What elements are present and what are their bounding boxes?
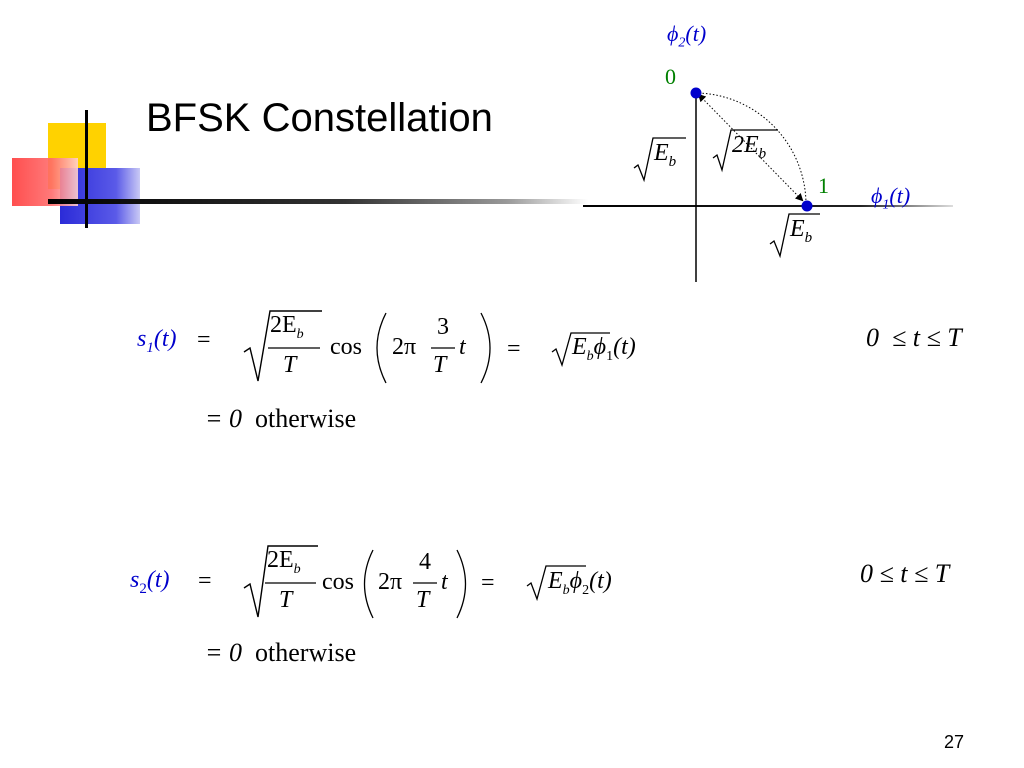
eq2-equals-2: = (481, 570, 495, 596)
eq1-equals-2: = (507, 336, 521, 362)
eq2-inner-t: t (441, 569, 448, 595)
signal-point-0 (690, 87, 702, 99)
point-1-label: 1 (818, 173, 829, 198)
eq1-frac-numerator: 2Eb (270, 312, 304, 342)
phi2-axis-label: ϕ2(t) (667, 21, 707, 51)
point-0-label: 0 (665, 64, 676, 89)
eq2-range: 0 ≤ t ≤ T (860, 559, 950, 588)
eq2-equals: = (198, 568, 212, 594)
signal-point-1 (801, 200, 813, 212)
eq2-rhs-radical (526, 565, 586, 602)
eq2-frac-numerator: 2Eb (267, 547, 301, 577)
distance-arrow (697, 93, 804, 202)
eq1-inner-denominator: T (433, 352, 447, 378)
eq1-left-paren (376, 312, 387, 384)
sqrt-symbol-2eb (712, 129, 778, 173)
eq1-equals: = (197, 327, 211, 353)
eq2-cos: cos (322, 569, 354, 595)
eq1-right-paren (480, 312, 491, 384)
eq1-inner-t: t (459, 334, 466, 360)
eq2-inner-numerator: 4 (419, 549, 431, 575)
title-rule (48, 199, 588, 204)
eq2-outer-radical (243, 545, 318, 618)
eq2-inner-denominator: T (416, 587, 430, 613)
logo-red-square (12, 158, 78, 206)
sqrt-eb-horizontal-label: Eb (790, 216, 813, 246)
eq2-left-paren (363, 549, 374, 619)
sqrt-eb-vertical-label: Eb (654, 140, 677, 170)
eq1-outer-radical (243, 310, 322, 382)
sqrt-symbol-eb-vertical (633, 137, 686, 183)
eq1-rhs: Ebϕ1(t) (572, 334, 636, 364)
logo-vertical-bar (85, 110, 88, 228)
eq2-right-paren (456, 549, 467, 619)
eq1-frac-denominator: T (283, 352, 297, 378)
eq1-rhs-radical (551, 332, 610, 368)
eq1-range: 0 ≤ t ≤ T (866, 323, 962, 352)
eq1-lhs: s1(t) (137, 326, 177, 356)
eq2-otherwise-line: = 0 otherwise (205, 638, 357, 667)
eq1-inner-numerator: 3 (437, 314, 449, 340)
phi1-axis (583, 205, 953, 207)
sqrt-2eb-label: 2Eb (732, 132, 767, 162)
eq2-lhs: s2(t) (130, 567, 170, 597)
phi1-axis-label: ϕ1(t) (871, 183, 911, 213)
eq2-rhs: Ebϕ2(t) (548, 568, 612, 598)
slide-number: 27 (943, 732, 964, 752)
eq2-two-pi: 2π (378, 569, 403, 595)
sqrt-symbol-eb-horizontal (769, 213, 820, 259)
slide-title: BFSK Constellation (146, 96, 493, 140)
eq1-cos: cos (330, 334, 362, 360)
eq2-frac-denominator: T (279, 587, 293, 613)
eq1-otherwise-line: = 0 otherwise (205, 404, 357, 433)
eq1-two-pi: 2π (392, 334, 417, 360)
